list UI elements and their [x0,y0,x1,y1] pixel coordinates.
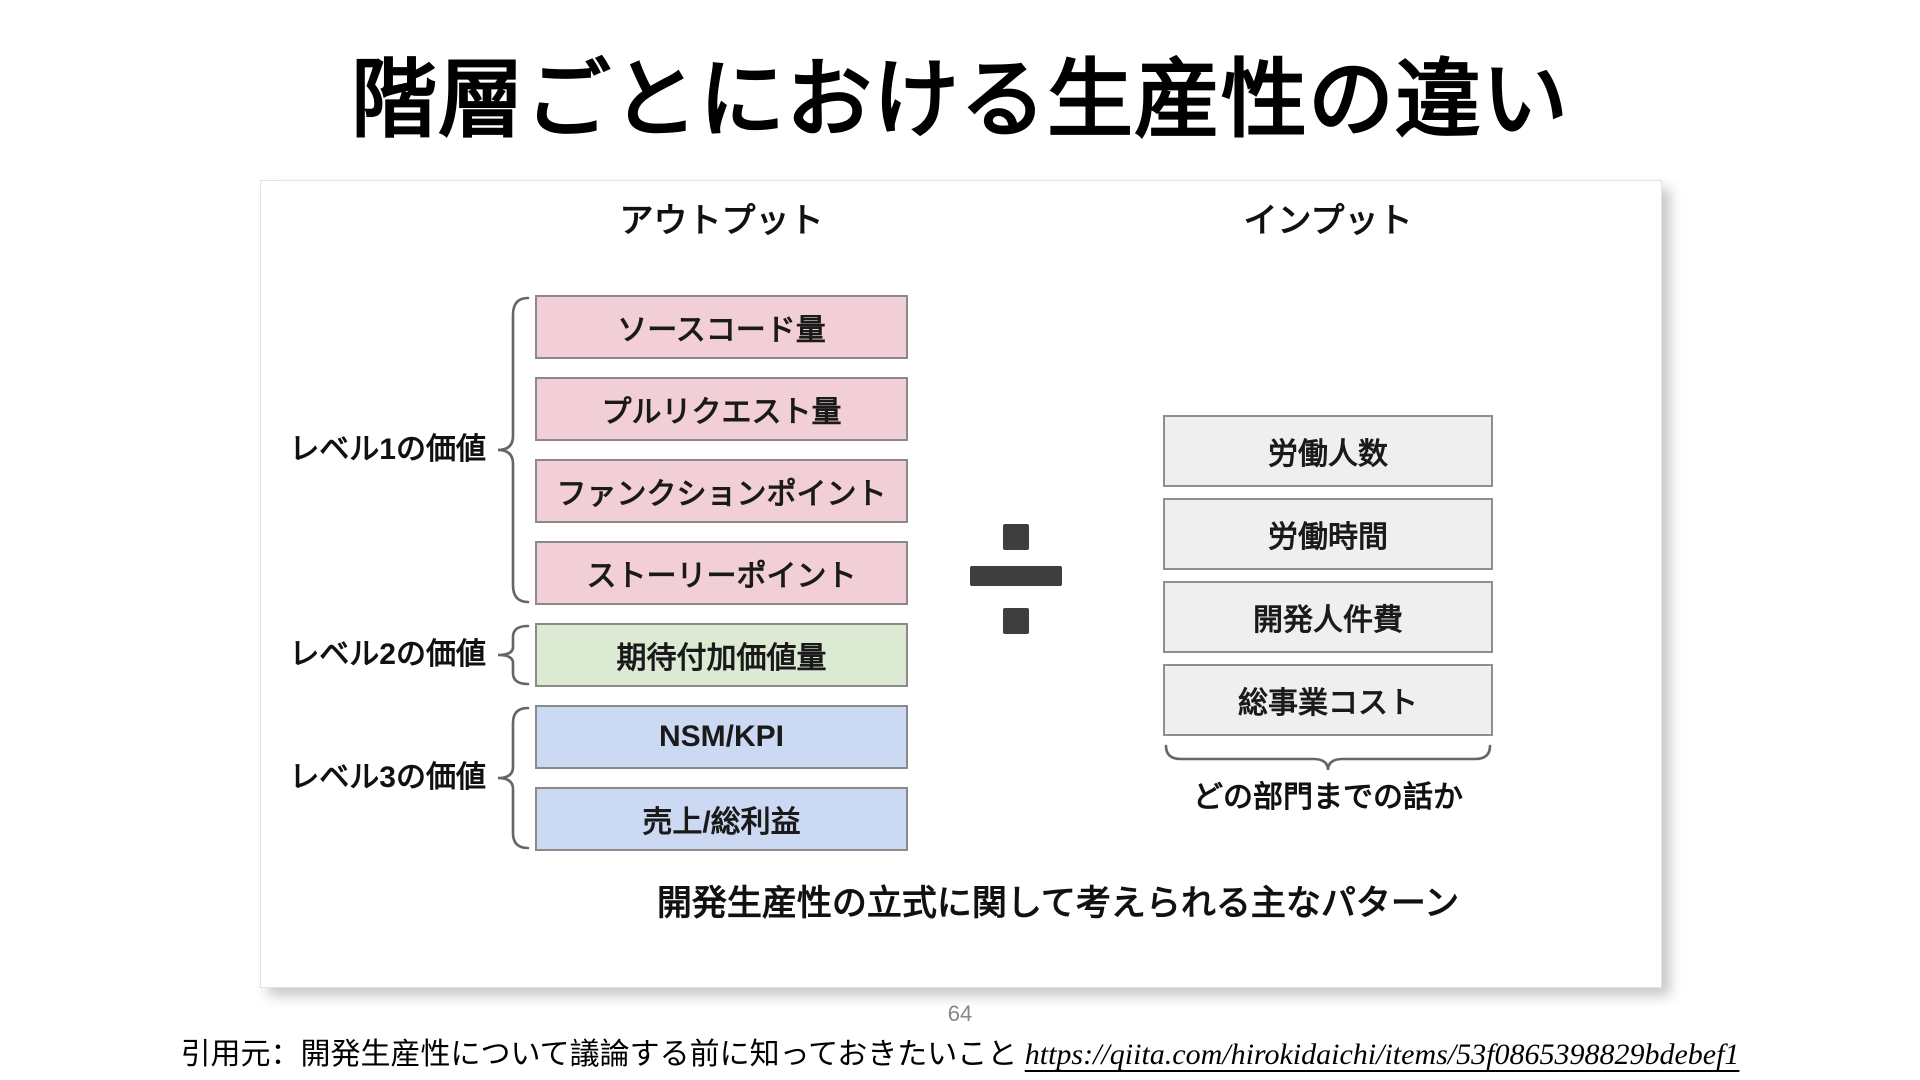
input-box-total-business-cost: 総事業コスト [1163,664,1493,736]
input-box-labor-headcount: 労働人数 [1163,415,1493,487]
output-box-sales-gross-profit: 売上/総利益 [535,787,908,851]
output-column-header: アウトプット [619,202,824,240]
page-number: 64 [947,1001,973,1026]
output-box-expected-added-value: 期待付加価値量 [535,623,908,687]
output-box-nsm-kpi: NSM/KPI [535,705,908,769]
citation-prefix: 引用元：開発生産性について議論する前に知っておきたいこと [180,1038,1025,1071]
level2-brace-icon [497,624,530,686]
input-box-dev-personnel-cost: 開発人件費 [1163,581,1493,653]
output-box-source-code: ソースコード量 [535,295,908,359]
input-underbrace-icon [1164,744,1492,771]
output-box-function-point: ファンクションポイント [535,459,908,523]
output-box-story-point: ストーリーポイント [535,541,908,605]
level3-brace-icon [497,706,530,850]
division-operator-icon [970,524,1062,634]
division-top-dot [1003,524,1029,550]
output-box-pull-request: プルリクエスト量 [535,377,908,441]
diagram-caption: 開発生産性の立式に関して考えられる主なパターン [656,884,1460,923]
level1-brace-icon [497,296,530,604]
input-footnote: どの部門までの話か [1193,781,1463,814]
input-column-header: インプット [1243,202,1413,240]
level1-label: レベル1の価値 [289,433,486,466]
division-bottom-dot [1003,608,1029,634]
slide-title: 階層ごとにおける生産性の違い [351,52,1569,148]
level3-label: レベル3の価値 [289,761,486,794]
division-bar [970,566,1062,586]
input-box-labor-hours: 労働時間 [1163,498,1493,570]
citation-url-link[interactable]: https://qiita.com/hirokidaichi/items/53f… [1024,1038,1740,1071]
level2-label: レベル2の価値 [289,638,486,671]
citation-line: 引用元：開発生産性について議論する前に知っておきたいこと https://qii… [0,1032,1920,1078]
